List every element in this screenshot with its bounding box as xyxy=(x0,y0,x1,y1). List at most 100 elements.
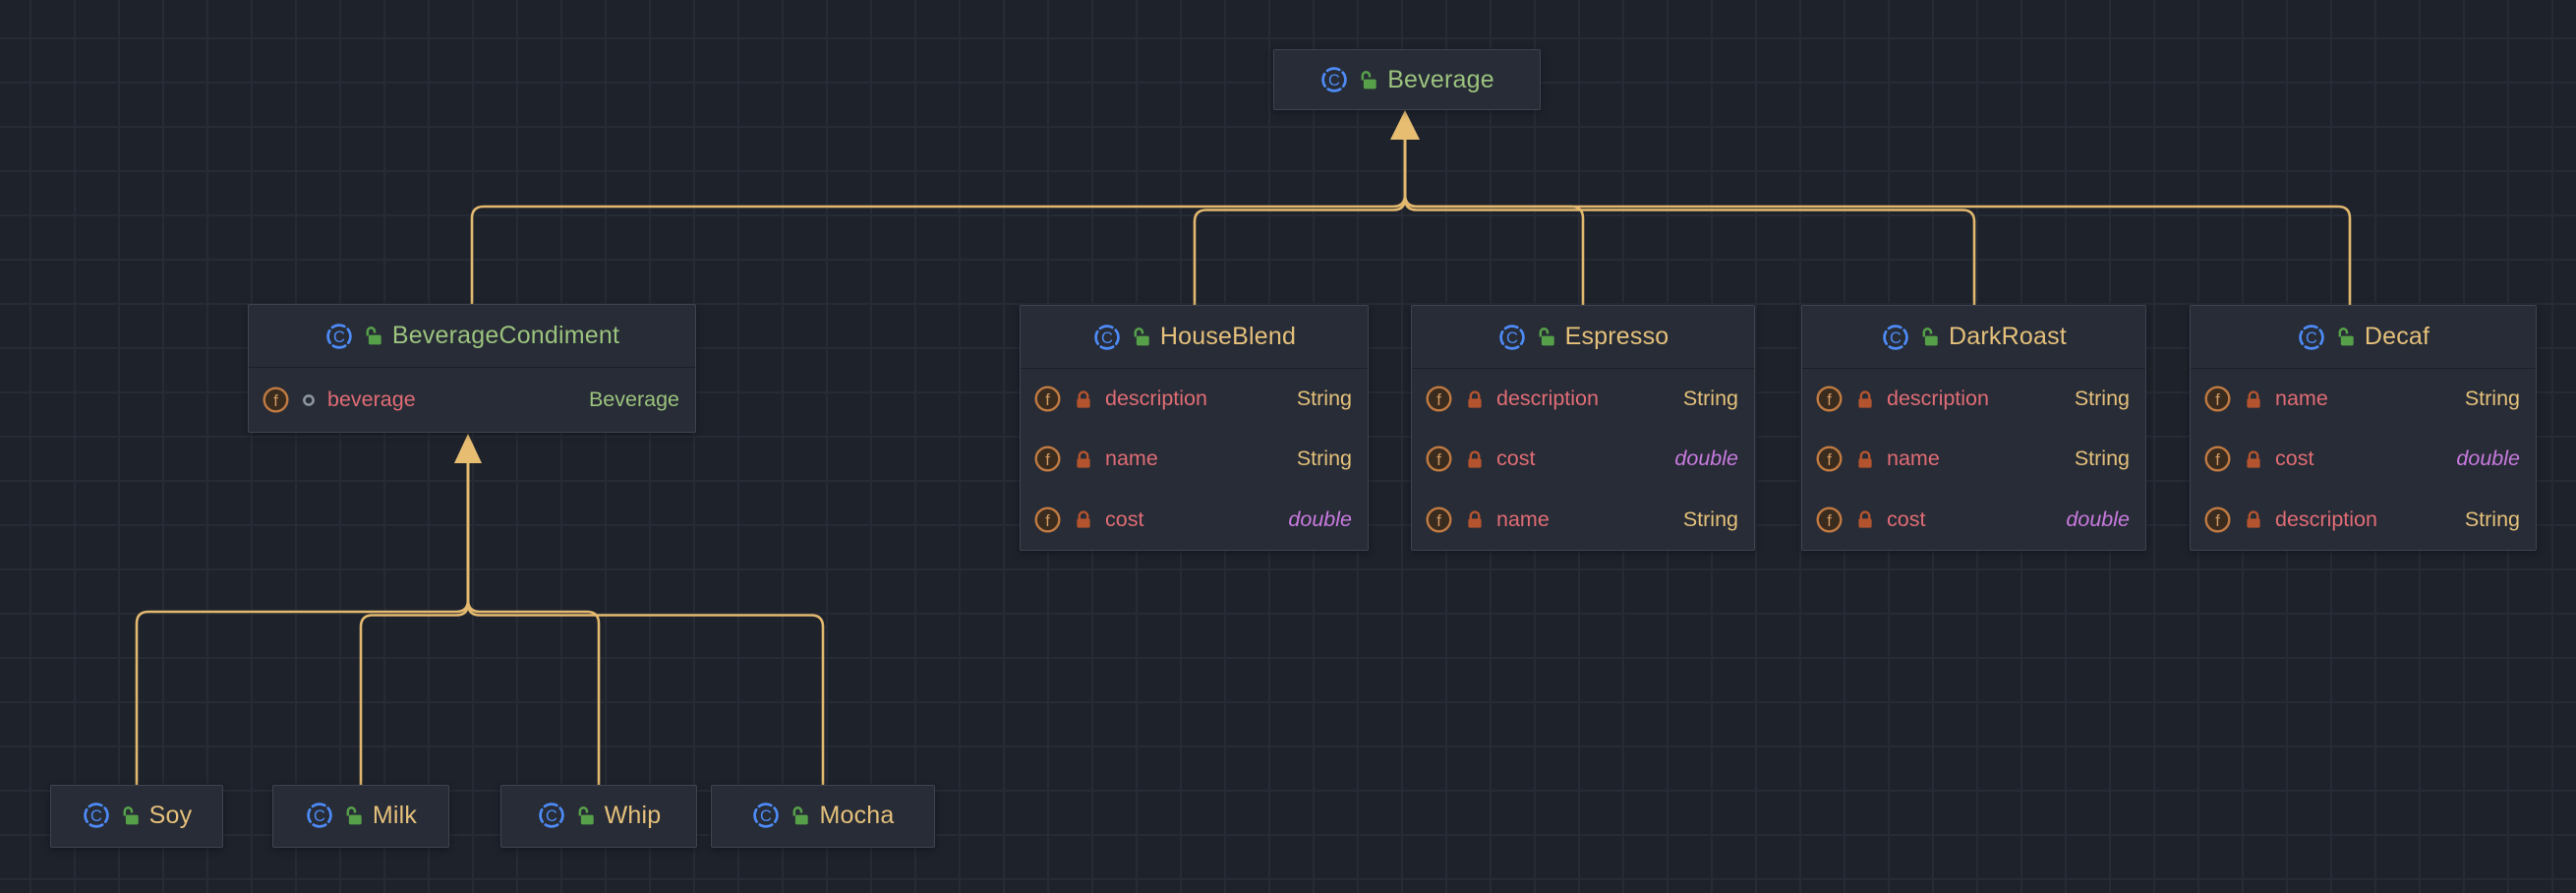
edge-soy-beveragecondiment xyxy=(135,461,470,785)
field-type: double xyxy=(2066,506,2130,531)
fields-section: beverage Beverage xyxy=(249,368,695,432)
private-lock-icon xyxy=(1074,509,1093,529)
field-row: name String xyxy=(1412,490,1754,550)
fields-section: description String name String cost doub… xyxy=(1802,369,2145,550)
field-row: description String xyxy=(1802,369,2145,429)
fields-section: description String cost double name Stri… xyxy=(1412,369,1754,550)
class-header: BeverageCondiment xyxy=(249,305,695,368)
public-lock-icon xyxy=(343,805,364,826)
field-name: name xyxy=(1887,446,1940,471)
class-name: Milk xyxy=(372,801,418,829)
private-lock-icon xyxy=(1855,449,1875,469)
fields-section: description String name String cost doub… xyxy=(1021,369,1368,550)
field-icon xyxy=(262,386,290,414)
class-name: Mocha xyxy=(819,801,895,829)
class-node-darkroast[interactable]: DarkRoast description String name String… xyxy=(1801,305,2146,551)
class-name: Soy xyxy=(148,801,193,829)
field-type: String xyxy=(2464,506,2520,531)
class-icon xyxy=(82,801,111,830)
class-header: DarkRoast xyxy=(1802,306,2145,369)
private-lock-icon xyxy=(1074,389,1093,409)
class-name: DarkRoast xyxy=(1949,323,2067,350)
class-header: Decaf xyxy=(2191,306,2536,369)
public-lock-icon xyxy=(1919,327,1940,347)
class-node-beverage[interactable]: Beverage xyxy=(1273,49,1541,110)
class-icon xyxy=(537,801,566,830)
private-lock-icon xyxy=(1465,449,1485,469)
inheritance-arrowhead-beveragecondiment xyxy=(454,434,482,463)
field-type: String xyxy=(1682,387,1738,411)
field-icon xyxy=(2203,506,2232,534)
field-row: cost double xyxy=(2191,429,2536,489)
public-lock-icon xyxy=(575,805,596,826)
field-row: description String xyxy=(2191,490,2536,550)
class-header: Soy xyxy=(51,786,222,845)
field-name: beverage xyxy=(327,387,416,411)
field-type: Beverage xyxy=(588,387,679,411)
field-name: name xyxy=(1105,446,1158,471)
field-icon xyxy=(1425,385,1453,413)
class-node-soy[interactable]: Soy xyxy=(50,785,223,848)
field-name: cost xyxy=(1496,446,1536,471)
field-icon xyxy=(1815,445,1844,473)
class-header: Mocha xyxy=(712,786,934,845)
field-row: cost double xyxy=(1021,490,1368,550)
class-name: Beverage xyxy=(1387,65,1494,93)
class-node-houseblend[interactable]: HouseBlend description String name Strin… xyxy=(1020,305,1369,551)
field-row: cost double xyxy=(1412,429,1754,489)
field-name: cost xyxy=(2275,446,2314,471)
private-lock-icon xyxy=(1074,449,1093,469)
class-icon xyxy=(2297,323,2326,352)
field-icon xyxy=(1425,506,1453,534)
field-icon xyxy=(2203,385,2232,413)
field-name: description xyxy=(1496,387,1599,411)
class-header: Beverage xyxy=(1274,50,1540,109)
public-lock-icon xyxy=(790,805,810,826)
class-node-espresso[interactable]: Espresso description String cost double … xyxy=(1411,305,1755,551)
class-name: BeverageCondiment xyxy=(391,322,620,349)
edge-beveragecondiment-beverage xyxy=(470,138,1407,304)
class-header: Whip xyxy=(501,786,696,845)
field-row: description String xyxy=(1412,369,1754,429)
class-node-mocha[interactable]: Mocha xyxy=(711,785,935,848)
edge-decaf-beverage xyxy=(1403,138,2352,305)
field-name: description xyxy=(1887,387,1989,411)
class-node-beveragecondiment[interactable]: BeverageCondiment beverage Beverage xyxy=(248,304,696,433)
fields-section: name String cost double description Stri… xyxy=(2191,369,2536,550)
public-lock-icon xyxy=(1536,327,1556,347)
edge-milk-beveragecondiment xyxy=(359,461,470,785)
package-visibility-icon xyxy=(302,393,316,407)
field-type: double xyxy=(2456,446,2520,471)
field-row: name String xyxy=(2191,369,2536,429)
field-type: String xyxy=(2464,387,2520,411)
private-lock-icon xyxy=(2244,389,2263,409)
class-node-whip[interactable]: Whip xyxy=(500,785,697,848)
class-header: Milk xyxy=(273,786,448,845)
edge-mocha-beveragecondiment xyxy=(466,461,825,785)
class-icon xyxy=(1319,65,1349,94)
field-row: cost double xyxy=(1802,490,2145,550)
field-type: String xyxy=(1296,446,1352,471)
field-row: name String xyxy=(1021,429,1368,489)
class-name: Espresso xyxy=(1564,323,1669,350)
inheritance-arrowhead-beverage xyxy=(1390,110,1420,140)
public-lock-icon xyxy=(1358,70,1378,90)
public-lock-icon xyxy=(2335,327,2356,347)
field-type: String xyxy=(2074,387,2130,411)
class-icon xyxy=(751,801,781,830)
field-type: String xyxy=(1682,506,1738,531)
class-node-decaf[interactable]: Decaf name String cost double descriptio… xyxy=(2190,305,2537,551)
public-lock-icon xyxy=(1131,327,1151,347)
field-name: description xyxy=(2275,506,2377,531)
field-name: name xyxy=(2275,387,2328,411)
edge-houseblend-beverage xyxy=(1193,138,1407,305)
edge-espresso-beverage xyxy=(1403,138,1585,305)
field-icon xyxy=(1033,445,1062,473)
field-icon xyxy=(1425,445,1453,473)
private-lock-icon xyxy=(1855,389,1875,409)
class-node-milk[interactable]: Milk xyxy=(272,785,449,848)
field-icon xyxy=(1815,385,1844,413)
private-lock-icon xyxy=(2244,509,2263,529)
field-icon xyxy=(1815,506,1844,534)
class-name: Whip xyxy=(604,801,662,829)
